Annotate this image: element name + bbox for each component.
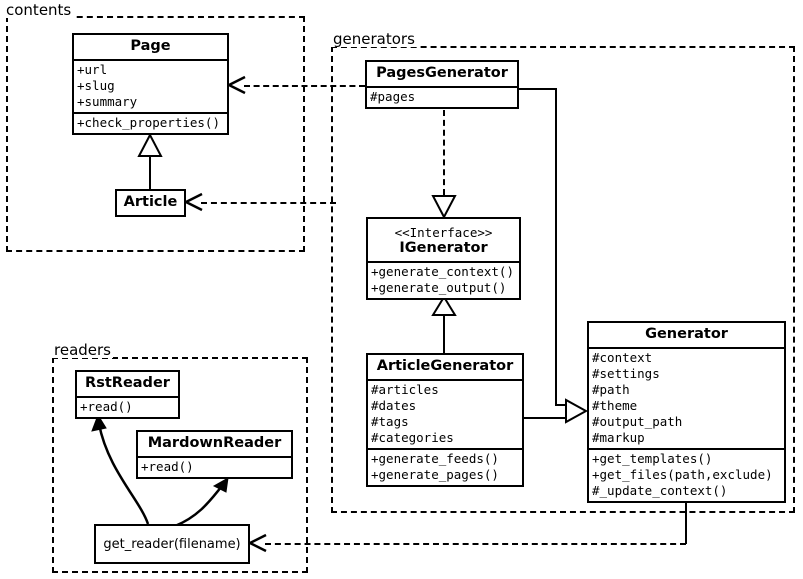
class-attribute: #dates: [371, 398, 417, 413]
class-method: +generate_context(): [371, 264, 514, 279]
package-label-contents: contents: [4, 1, 74, 19]
class-method: +generate_feeds(): [371, 451, 499, 466]
package-label-generators: generators: [331, 30, 417, 48]
class-attribute: #markup: [592, 430, 645, 445]
class-methods-mardown-reader: +read(): [138, 456, 291, 477]
class-methods-generator: +get_templates() +get_files(path,exclude…: [589, 448, 784, 501]
class-method: +generate_pages(): [371, 467, 499, 482]
class-method: +read(): [80, 399, 133, 414]
class-box-rst-reader[interactable]: RstReader +read(): [75, 370, 180, 419]
edge-article-to-page: [149, 156, 151, 189]
class-attributes-page: +url +slug +summary: [74, 59, 227, 112]
edge-articlegenerator-to-generator: [524, 417, 567, 419]
class-attribute: #tags: [371, 414, 409, 429]
class-attributes-pages-generator: #pages: [367, 86, 517, 107]
class-method: +get_files(path,exclude): [592, 467, 773, 482]
function-box-get-reader[interactable]: get_reader(filename): [94, 524, 250, 564]
edge-generator-arrow-riser: [565, 404, 567, 419]
class-box-article[interactable]: Article: [115, 189, 186, 217]
class-name-igenerator: <<Interface>> IGenerator: [368, 219, 519, 261]
class-stereotype-igenerator: <<Interface>>: [394, 225, 493, 240]
edge-pagesgenerator-to-generator-top: [518, 88, 557, 90]
edge-generator-to-getreader: [265, 543, 686, 545]
edge-pagesgenerator-to-page: [244, 85, 365, 87]
edge-articlegenerator-to-igenerator: [443, 313, 445, 356]
edge-generators-to-article: [201, 202, 336, 204]
function-label-get-reader: get_reader(filename): [103, 536, 241, 552]
class-method: +read(): [141, 459, 194, 474]
class-methods-article-generator: +generate_feeds() +generate_pages(): [368, 448, 522, 485]
edge-pagesgenerator-to-igenerator: [443, 110, 445, 195]
class-box-page[interactable]: Page +url +slug +summary +check_properti…: [72, 33, 229, 135]
class-method: +get_templates(): [592, 451, 713, 466]
edge-pagesgenerator-to-generator-down: [555, 88, 557, 406]
class-attribute: #output_path: [592, 414, 683, 429]
class-methods-rst-reader: +read(): [77, 396, 178, 417]
class-methods-igenerator: +generate_context() +generate_output(): [368, 261, 519, 298]
package-frame-readers: [52, 357, 308, 573]
class-attribute: #categories: [371, 430, 454, 445]
class-box-article-generator[interactable]: ArticleGenerator #articles #dates #tags …: [366, 353, 524, 487]
class-attribute: +url: [77, 62, 108, 77]
class-title-igenerator: IGenerator: [399, 240, 488, 256]
class-name-mardown-reader: MardownReader: [147, 435, 282, 451]
class-attribute: #pages: [370, 89, 416, 104]
class-method: #_update_context(): [592, 483, 728, 498]
package-frame-contents: [6, 16, 305, 252]
class-name-article: Article: [123, 194, 178, 210]
class-attributes-article-generator: #articles #dates #tags #categories: [368, 379, 522, 448]
class-attribute: +summary: [77, 94, 138, 109]
class-name-rst-reader: RstReader: [85, 375, 170, 391]
class-attribute: +slug: [77, 78, 115, 93]
class-attribute: #theme: [592, 398, 638, 413]
class-name-article-generator: ArticleGenerator: [376, 358, 514, 374]
package-frame-generators: [331, 46, 795, 513]
class-method: +generate_output(): [371, 280, 507, 295]
edge-generator-to-getreader-stem: [685, 502, 687, 544]
class-methods-page: +check_properties(): [74, 112, 227, 133]
class-box-mardown-reader[interactable]: MardownReader +read(): [136, 430, 293, 479]
class-name-pages-generator: PagesGenerator: [376, 65, 508, 81]
class-name-page: Page: [130, 38, 171, 54]
class-box-generator[interactable]: Generator #context #settings #path #them…: [587, 321, 786, 503]
class-attribute: #context: [592, 350, 653, 365]
class-box-pages-generator[interactable]: PagesGenerator #pages: [365, 60, 519, 109]
class-box-igenerator[interactable]: <<Interface>> IGenerator +generate_conte…: [366, 217, 521, 300]
edge-pagesgenerator-to-generator-join: [555, 404, 567, 406]
class-attribute: #articles: [371, 382, 439, 397]
class-attribute: #settings: [592, 366, 660, 381]
class-method: +check_properties(): [77, 115, 220, 130]
package-label-readers: readers: [52, 341, 113, 359]
class-attribute: #path: [592, 382, 630, 397]
class-name-generator: Generator: [645, 326, 728, 342]
class-attributes-generator: #context #settings #path #theme #output_…: [589, 347, 784, 448]
